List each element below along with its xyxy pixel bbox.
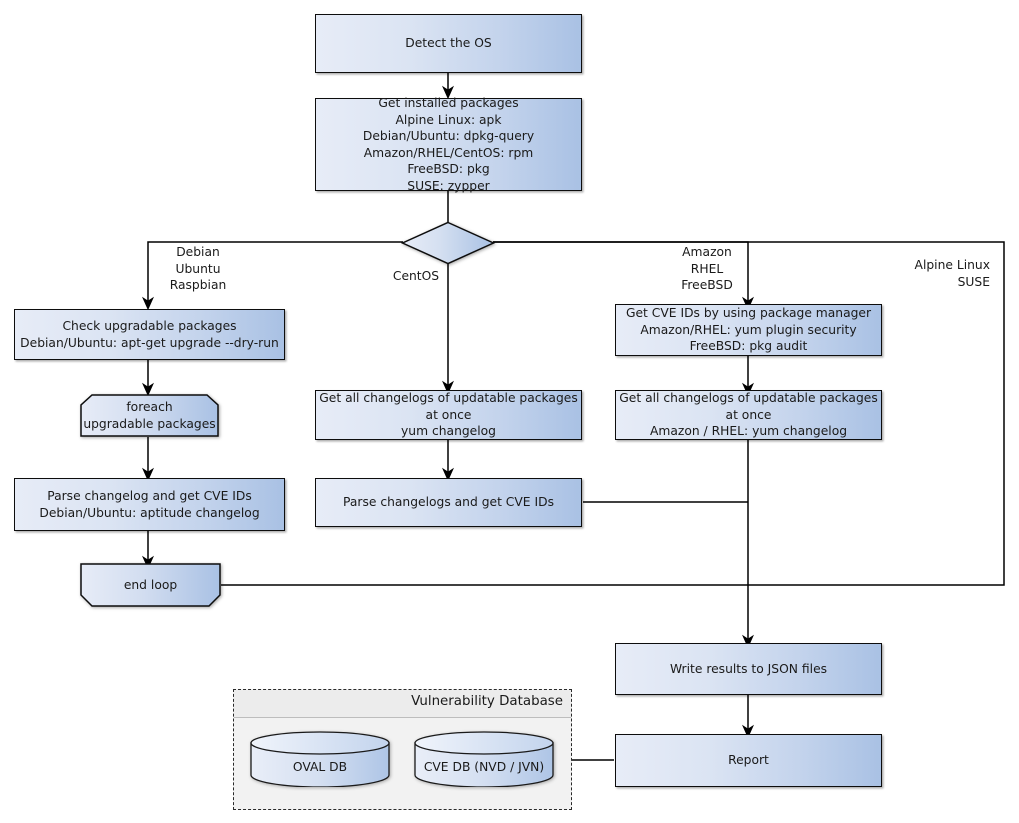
node-os-decision[interactable] xyxy=(400,221,496,265)
database-oval-db[interactable]: OVAL DB xyxy=(250,731,390,788)
database-label: CVE DB (NVD / JVN) xyxy=(423,760,545,774)
node-report[interactable]: Report xyxy=(615,734,882,787)
node-write-results-json[interactable]: Write results to JSON files xyxy=(615,643,882,695)
node-end-loop[interactable]: end loop xyxy=(80,563,221,607)
node-detect-the-os[interactable]: Detect the OS xyxy=(315,14,582,73)
group-title-bar xyxy=(234,690,571,718)
branch-label-debian: Debian Ubuntu Raspbian xyxy=(169,245,227,292)
node-check-upgradable-packages[interactable]: Check upgradable packages Debian/Ubuntu:… xyxy=(14,309,285,360)
node-label: foreach upgradable packages xyxy=(83,400,216,431)
node-label: Get installed packages Alpine Linux: apk… xyxy=(362,96,535,193)
node-label: end loop xyxy=(123,577,178,592)
node-label: Get all changelogs of updatable packages… xyxy=(319,391,578,439)
node-changelogs-amazon[interactable]: Get all changelogs of updatable packages… xyxy=(615,390,882,440)
node-get-installed-packages[interactable]: Get installed packages Alpine Linux: apk… xyxy=(315,96,582,193)
branch-label-alpine: Alpine Linux SUSE xyxy=(914,258,990,289)
vulnerability-database-group: Vulnerability Database OVAL D xyxy=(233,689,572,810)
node-label: Write results to JSON files xyxy=(669,661,828,676)
node-foreach-upgradable-packages[interactable]: foreach upgradable packages xyxy=(80,394,219,437)
node-label: Parse changelog and get CVE IDs Debian/U… xyxy=(39,489,260,520)
node-label: Check upgradable packages Debian/Ubuntu:… xyxy=(20,319,279,350)
node-label: Detect the OS xyxy=(405,36,492,51)
node-parse-changelogs-centos[interactable]: Parse changelogs and get CVE IDs xyxy=(315,478,582,527)
node-label: Parse changelogs and get CVE IDs xyxy=(343,495,554,510)
node-changelogs-centos[interactable]: Get all changelogs of updatable packages… xyxy=(315,390,582,440)
node-label: Report xyxy=(728,753,769,768)
group-title-label: Vulnerability Database xyxy=(411,694,563,709)
node-label: Get all changelogs of updatable packages… xyxy=(619,391,878,439)
node-parse-changelog-debian[interactable]: Parse changelog and get CVE IDs Debian/U… xyxy=(14,478,285,531)
node-label: Get CVE IDs by using package manager Ama… xyxy=(625,306,872,354)
branch-label-amazon: Amazon RHEL FreeBSD xyxy=(681,245,733,292)
node-get-cve-ids-package-manager[interactable]: Get CVE IDs by using package manager Ama… xyxy=(615,304,882,356)
branch-label-centos: CentOS xyxy=(392,269,440,283)
database-cve-db[interactable]: CVE DB (NVD / JVN) xyxy=(414,731,554,788)
database-label: OVAL DB xyxy=(292,760,348,774)
